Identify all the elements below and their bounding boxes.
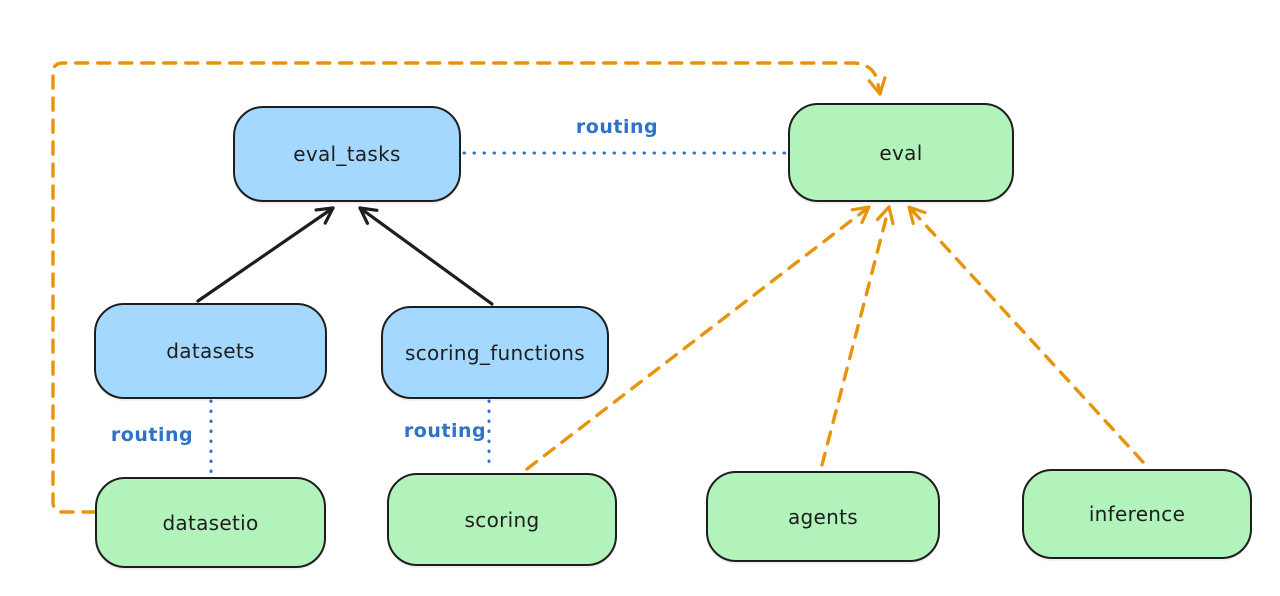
edge-datasetio-to-eval: [51, 61, 887, 514]
node-datasetio: datasetio: [95, 477, 326, 568]
edge-inference-to-eval: [907, 205, 1145, 464]
node-scoring-functions: scoring_functions: [381, 306, 609, 399]
edge-label-routing-scoring-functions-scoring: routing: [403, 420, 487, 442]
node-datasets-label: datasets: [166, 339, 255, 363]
node-inference-label: inference: [1088, 502, 1186, 526]
node-scoring: scoring: [387, 473, 617, 566]
node-agents: agents: [706, 471, 940, 562]
edge-datasets-to-eval-tasks: [196, 206, 335, 303]
node-eval: eval: [788, 103, 1014, 202]
node-eval-tasks-label: eval_tasks: [293, 142, 401, 166]
edge-scoring-functions-to-eval-tasks: [358, 206, 494, 306]
edge-label-routing-eval-tasks-eval: routing: [575, 116, 659, 138]
node-inference: inference: [1022, 469, 1252, 559]
node-eval-label: eval: [879, 140, 923, 165]
node-datasets: datasets: [94, 303, 327, 399]
edge-scoring-to-eval: [525, 205, 871, 471]
edge-agents-to-eval: [820, 205, 895, 467]
node-scoring-label: scoring: [464, 507, 540, 532]
node-scoring-functions-label: scoring_functions: [404, 340, 586, 365]
node-datasetio-label: datasetio: [162, 510, 259, 535]
node-agents-label: agents: [788, 504, 858, 529]
edge-label-routing-datasets-datasetio: routing: [110, 424, 194, 446]
node-eval-tasks: eval_tasks: [233, 106, 461, 202]
